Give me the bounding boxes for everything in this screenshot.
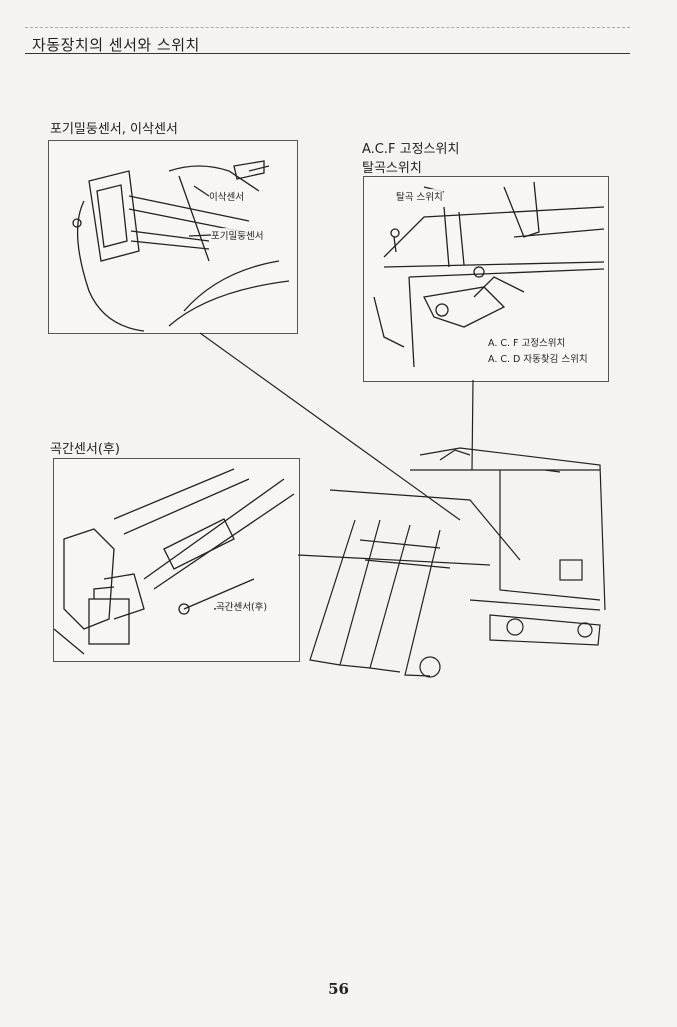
label-threshing-switch: 탈곡 스위치 bbox=[396, 189, 443, 203]
caption-stalk-ear-sensor: 포기밀둥센서, 이삭센서 bbox=[50, 122, 178, 137]
page-number: 56 bbox=[328, 980, 349, 998]
illustration-stalk-ear-sensor: 이삭센서 포기밀둥센서 bbox=[48, 140, 298, 334]
caption-threshing-switch: 탈곡스위치 bbox=[362, 161, 422, 176]
label-stalk-sensor: 포기밀둥센서 bbox=[211, 228, 264, 242]
stalk-ear-sensor-drawing bbox=[72, 160, 290, 332]
caption-acf-switch: A.C.F 고정스위치 bbox=[362, 142, 460, 157]
illustration-grain-stalk-sensor: 곡간센서(후) bbox=[53, 458, 300, 662]
header-rule-bottom bbox=[25, 53, 630, 54]
label-grain-stalk-sensor: 곡간센서(후) bbox=[216, 599, 268, 613]
caption-grain-stalk-sensor: 곡간센서(후) bbox=[50, 442, 120, 457]
header-rule-top bbox=[25, 27, 630, 28]
leader-line-acf-switch bbox=[471, 379, 474, 471]
label-ear-sensor: 이삭센서 bbox=[209, 189, 244, 203]
illustration-acf-threshing-switch: 탈곡 스위치 A. C. F 고정스위치 A. C. D 자동찾김 스위치 bbox=[363, 176, 609, 382]
leader-line-grain-sensor bbox=[297, 554, 491, 566]
page-header-title: 자동장치의 센서와 스위치 bbox=[32, 36, 200, 54]
label-acf-fixed-switch: A. C. F 고정스위치 bbox=[488, 335, 566, 349]
grain-stalk-sensor-drawing bbox=[54, 468, 295, 655]
label-acd-auto-switch: A. C. D 자동찾김 스위치 bbox=[488, 351, 588, 365]
combine-body bbox=[309, 447, 606, 678]
